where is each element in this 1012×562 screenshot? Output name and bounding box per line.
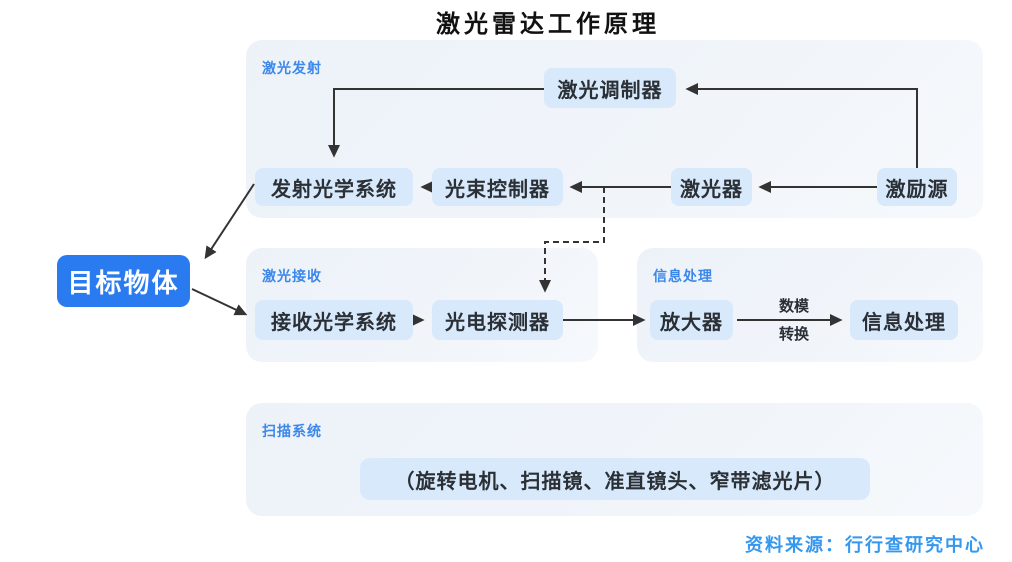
node-scan-components: （旋转电机、扫描镜、准直镜头、窄带滤光片） <box>360 458 870 500</box>
section-label-laser-reception: 激光接收 <box>262 268 322 284</box>
section-label-info-processing: 信息处理 <box>653 268 713 284</box>
node-beam-controller: 光束控制器 <box>432 168 563 206</box>
data-source-note: 资料来源：行行查研究中心 <box>745 535 985 555</box>
edge-target-to-reception-optics <box>191 288 248 316</box>
node-laser: 激光器 <box>671 168 752 206</box>
section-label-scanning-system: 扫描系统 <box>262 423 322 439</box>
node-info-processing: 信息处理 <box>850 300 958 340</box>
node-amplifier: 放大器 <box>650 300 733 340</box>
node-excitation-source: 激励源 <box>877 168 957 206</box>
edge-emission-optics-to-target <box>204 183 255 260</box>
node-photodetector: 光电探测器 <box>432 300 563 340</box>
edge-modulator-to-emission-optics <box>328 88 544 158</box>
node-reception-optics: 接收光学系统 <box>255 300 413 340</box>
node-emission-optics: 发射光学系统 <box>255 168 413 206</box>
page-title: 激光雷达工作原理 <box>436 11 660 38</box>
edge-excitation-to-modulator <box>685 83 918 168</box>
edge-label-da-conversion-top: 数模 <box>778 298 809 315</box>
section-label-laser-emission: 激光发射 <box>262 60 322 76</box>
edge-laser-line-to-photodetector-dashed <box>539 187 605 293</box>
edge-label-da-conversion-bottom: 转换 <box>778 326 809 343</box>
node-target-object: 目标物体 <box>57 255 190 307</box>
node-laser-modulator: 激光调制器 <box>544 68 676 108</box>
